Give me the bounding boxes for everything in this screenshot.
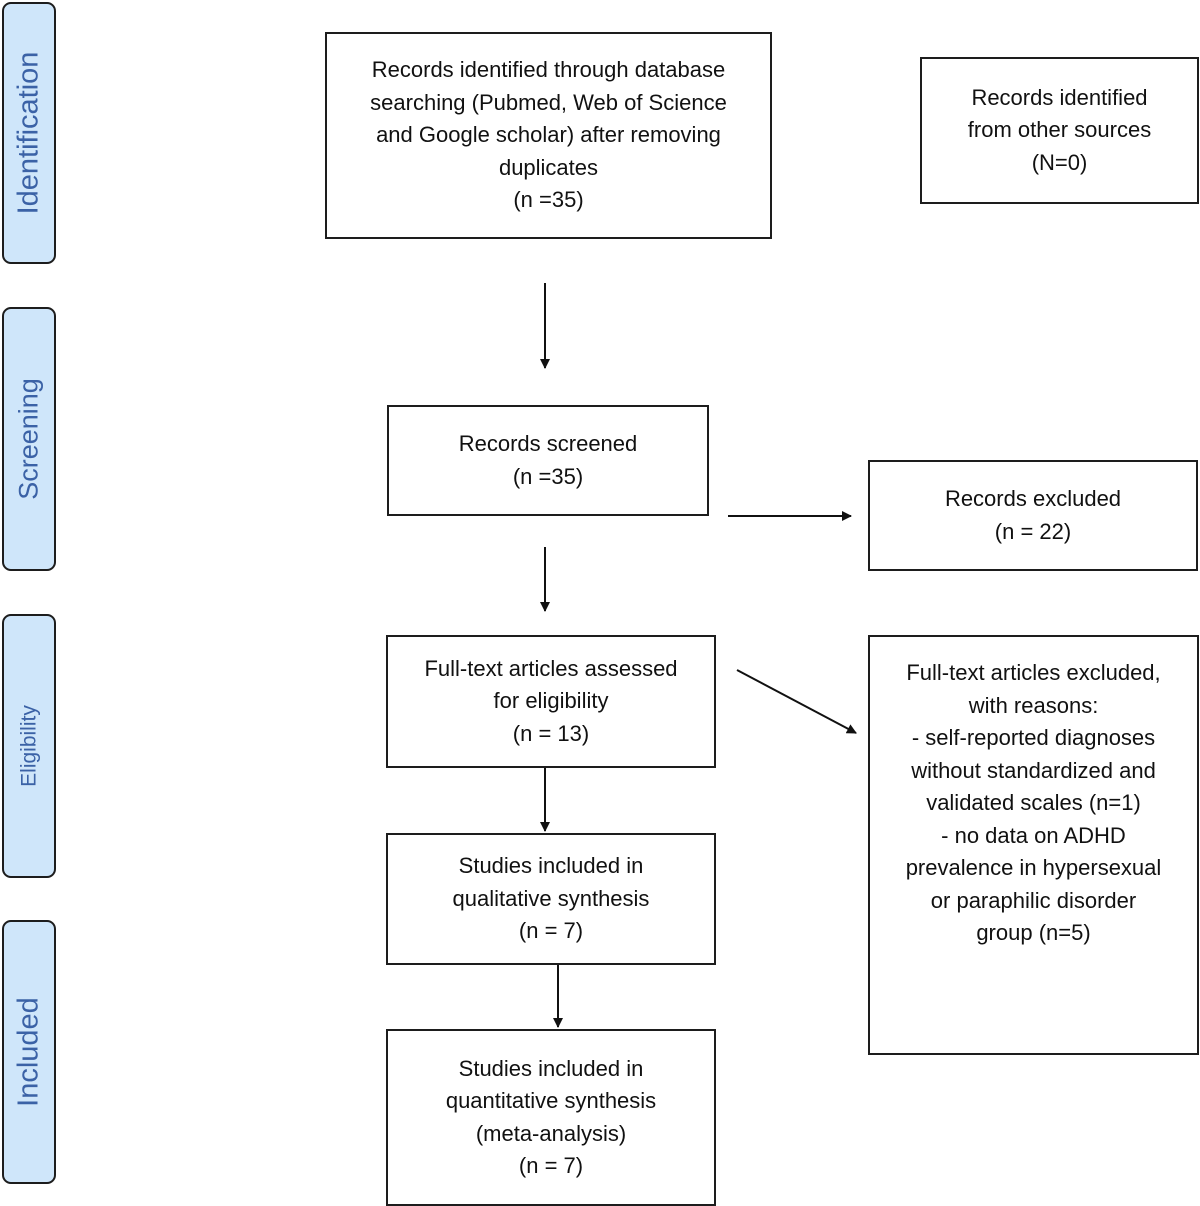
box-line: (n = 7) bbox=[518, 1153, 584, 1178]
box-line: (n = 13) bbox=[512, 720, 590, 746]
box-line: Records identified bbox=[971, 84, 1148, 110]
box-line: (N=0) bbox=[1031, 149, 1088, 175]
full-text-excluded-box: Full-text articles excluded, with reason… bbox=[868, 635, 1199, 1055]
box-line: without standardized and bbox=[911, 757, 1156, 783]
box-line: from other sources bbox=[967, 117, 1152, 143]
box-line: qualitative synthesis bbox=[452, 885, 650, 911]
phase-screening: Screening bbox=[2, 307, 56, 571]
box-line: Full-text articles assessed bbox=[424, 655, 678, 681]
quantitative-synthesis-box: Studies included in quantitative synthes… bbox=[386, 1029, 716, 1206]
box-line: - self-reported diagnoses bbox=[911, 725, 1156, 750]
box-line: Full-text articles excluded, bbox=[906, 660, 1161, 685]
box-line: with reasons: bbox=[968, 692, 1099, 718]
records-screened-box: Records screened (n =35) bbox=[387, 405, 709, 516]
full-text-assessed-box: Full-text articles assessed for eligibil… bbox=[386, 635, 716, 768]
box-line: or paraphilic disorder bbox=[930, 887, 1137, 913]
other-sources-box: Records identified from other sources (N… bbox=[920, 57, 1199, 204]
box-line: prevalence in hypersexual bbox=[905, 855, 1162, 880]
phase-eligibility: Eligibility bbox=[2, 614, 56, 878]
records-excluded-box: Records excluded (n = 22) bbox=[868, 460, 1198, 571]
phase-included: Included bbox=[2, 920, 56, 1184]
box-line: Records excluded bbox=[944, 486, 1122, 511]
box-line: Studies included in bbox=[458, 853, 644, 879]
phase-identification: Identification bbox=[2, 2, 56, 264]
box-line: for eligibility bbox=[493, 688, 609, 714]
box-line: (n = 7) bbox=[518, 918, 584, 944]
box-line: (meta-analysis) bbox=[475, 1120, 627, 1146]
box-line: searching (Pubmed, Web of Science bbox=[370, 89, 727, 115]
database-records-box: Records identified through database sear… bbox=[325, 32, 772, 239]
box-line: group (n=5) bbox=[976, 920, 1091, 945]
box-line: duplicates bbox=[498, 154, 599, 180]
box-line: validated scales (n=1) bbox=[926, 790, 1141, 815]
box-line: quantitative synthesis bbox=[445, 1088, 657, 1113]
box-line: (n =35) bbox=[513, 187, 584, 213]
box-line: Records identified through database bbox=[371, 57, 726, 83]
box-line: (n =35) bbox=[512, 463, 584, 489]
box-line: (n = 22) bbox=[994, 518, 1072, 544]
box-line: - no data on ADHD bbox=[941, 822, 1126, 848]
box-line: Studies included in bbox=[458, 1055, 644, 1081]
qualitative-synthesis-box: Studies included in qualitative synthesi… bbox=[386, 833, 716, 965]
box-line: and Google scholar) after removing bbox=[376, 122, 721, 148]
arrow-assessed-to-excluded bbox=[736, 669, 857, 734]
box-line: Records screened bbox=[458, 431, 638, 456]
